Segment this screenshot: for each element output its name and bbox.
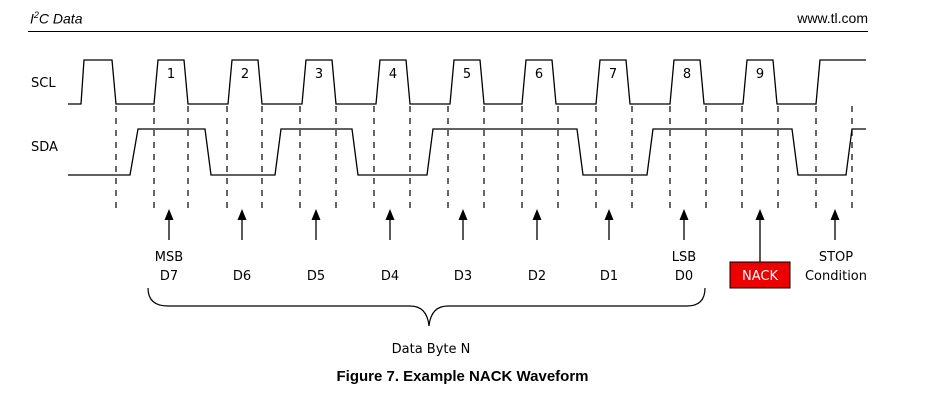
data-byte-label: Data Byte N	[392, 342, 471, 357]
clock-number: 1	[167, 67, 175, 82]
arrow-head	[458, 209, 468, 220]
clock-number: 3	[315, 67, 323, 82]
nack-arrow	[755, 209, 765, 262]
bit-labels: MSB D7 D6 D5 D4 D3 D2 D1 LSB D0	[155, 250, 696, 284]
bit-top-label: MSB	[155, 250, 183, 265]
bit-arrow	[237, 209, 247, 240]
sda-waveform	[68, 128, 866, 176]
bit-label: D7	[160, 269, 178, 284]
stop-label-line1: STOP	[819, 250, 853, 265]
clock-number: 2	[241, 67, 249, 82]
bit-arrows	[164, 209, 840, 262]
clock-number: 6	[535, 67, 543, 82]
clock-number: 9	[756, 67, 764, 82]
clock-number: 8	[683, 67, 691, 82]
bit-arrow	[604, 209, 614, 240]
page-title-prefix: I	[30, 10, 34, 27]
bit-label: D6	[233, 269, 251, 284]
arrow-head	[385, 209, 395, 220]
scl-label: SCL	[31, 76, 56, 91]
bit-label: D0	[675, 269, 693, 284]
arrow-head	[679, 209, 689, 220]
bit-label: D3	[454, 269, 472, 284]
bit-label: D1	[600, 269, 618, 284]
sample-dashed-lines	[115, 106, 853, 210]
bit-label: D2	[528, 269, 546, 284]
arrow-head	[311, 209, 321, 220]
signal-labels: SCL SDA	[31, 76, 58, 155]
scl-waveform	[68, 59, 866, 105]
arrow-head	[830, 209, 840, 220]
bit-arrow	[311, 209, 321, 240]
nack-label: NACK	[742, 269, 778, 284]
arrow-head	[604, 209, 614, 220]
page-title-rest: C Data	[38, 10, 83, 27]
clock-number: 4	[389, 67, 397, 82]
figure-caption: Figure 7. Example NACK Waveform	[336, 368, 589, 385]
scl-wave-line	[68, 59, 866, 105]
page-title-superscript: 2	[33, 10, 39, 20]
bit-arrow	[164, 209, 174, 240]
bit-arrow	[679, 209, 689, 240]
clock-numbers: 1 2 3 4 5 6 7 8 9	[167, 67, 764, 82]
arrow-head	[237, 209, 247, 220]
bit-arrow	[532, 209, 542, 240]
bit-label: D4	[381, 269, 399, 284]
page-header: I2C Data www.tl.com	[0, 0, 925, 40]
sda-label: SDA	[31, 140, 58, 155]
stop-arrow	[830, 209, 840, 240]
stop-condition: STOP Condition	[805, 250, 867, 284]
bit-arrow	[458, 209, 468, 240]
page-title: I2C Data	[30, 10, 82, 27]
data-byte-brace	[147, 287, 706, 327]
site-url: www.tl.com	[797, 10, 868, 26]
bit-top-label: LSB	[672, 250, 696, 265]
clock-number: 7	[609, 67, 617, 82]
nack-waveform-diagram: SCL SDA 1 2 3 4 5 6 7 8 9 MSB D7 D6 D5 D4 D3 D2 D1 LSB D0…	[31, 59, 867, 357]
nack-indicator: NACK	[729, 261, 791, 289]
header-divider	[28, 31, 868, 32]
arrow-head	[532, 209, 542, 220]
bit-arrow	[385, 209, 395, 240]
sda-wave-line	[68, 128, 866, 176]
nack-badge	[729, 261, 791, 289]
arrow-head	[755, 209, 765, 220]
stop-label-line2: Condition	[805, 269, 867, 284]
bit-label: D5	[307, 269, 325, 284]
arrow-head	[164, 209, 174, 220]
clock-number: 5	[463, 67, 471, 82]
